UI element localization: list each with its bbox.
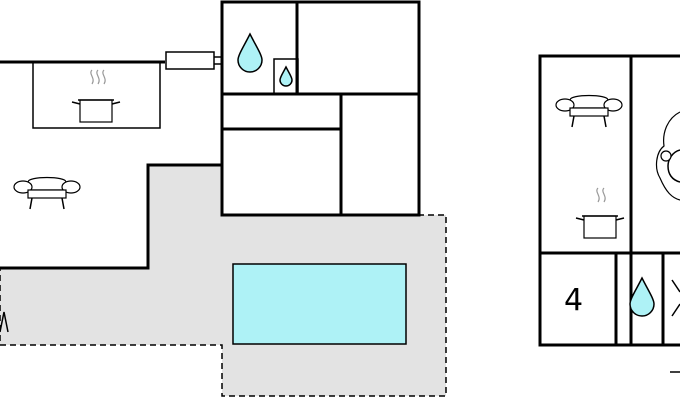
pool	[232, 263, 407, 345]
storage-cross-mark	[671, 279, 680, 317]
cooking-pot-icon	[575, 187, 625, 239]
bedroom-4-number: 4	[564, 283, 583, 318]
interior-walls	[222, 2, 419, 215]
annex	[538, 54, 680, 347]
staircase	[0, 311, 9, 333]
water-drop-icon	[237, 32, 263, 73]
sofa-icon	[555, 94, 623, 128]
annex-interior-walls	[540, 56, 680, 345]
car-window	[667, 149, 680, 183]
bedroom-wing-outline	[220, 0, 421, 217]
sofa-icon	[13, 176, 81, 210]
flue-box	[165, 51, 215, 70]
water-drop-icon	[279, 65, 293, 87]
flue-connector	[160, 56, 222, 65]
annex-outline	[538, 54, 680, 347]
kitchen-counter	[32, 61, 161, 129]
cooking-pot-icon	[71, 69, 121, 123]
shower-niche	[273, 58, 299, 95]
main-house	[0, 0, 421, 270]
car-mirror	[660, 150, 672, 162]
water-drop-icon	[629, 276, 655, 317]
